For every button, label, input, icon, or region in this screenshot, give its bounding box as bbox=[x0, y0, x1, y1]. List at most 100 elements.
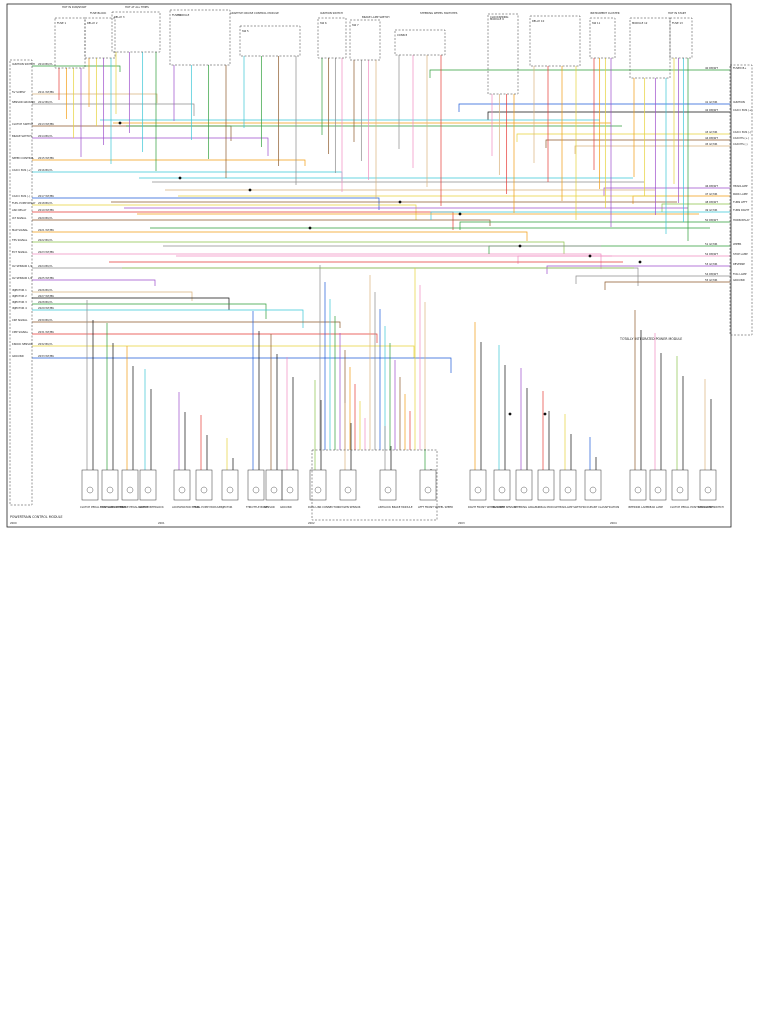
bottom-component-label: THROTTLE BODY bbox=[246, 505, 268, 509]
left-module-pin-label: O2 SENSOR 1/2 bbox=[12, 276, 33, 280]
wire-code-label: 2012 BK/YL bbox=[38, 100, 53, 104]
left-module-pin-label: FUEL PUMP RELAY bbox=[12, 201, 36, 205]
switch-symbol bbox=[384, 486, 392, 494]
bottom-component-label: INJECTOR bbox=[220, 505, 233, 509]
wire-code-label: 2020 BK/YL bbox=[38, 216, 53, 220]
switch-symbol bbox=[126, 486, 134, 494]
bottom-component-box bbox=[419, 469, 437, 501]
left-module-wire bbox=[32, 253, 602, 269]
wire-code-label: 2013 WT/BK bbox=[38, 122, 54, 126]
components-layer bbox=[9, 9, 753, 521]
wire-code-label: 42 DB/WT bbox=[705, 108, 718, 112]
right-module-pin-label: GROUND bbox=[733, 278, 745, 282]
left-module-wire bbox=[32, 231, 528, 241]
right-module-outline bbox=[729, 64, 753, 336]
right-module-pin-label: FOG LAMP bbox=[733, 272, 747, 276]
component-label: SW 11 bbox=[592, 21, 601, 25]
bottom-component-label: OCCUPANT CLASSIFICATION bbox=[583, 505, 619, 509]
splice-dot bbox=[308, 226, 312, 230]
left-module-pin-label: GROUND bbox=[12, 354, 24, 358]
bottom-component-box bbox=[101, 469, 119, 501]
bottom-component-label: CLUTCH PEDAL POSITION SWITCH bbox=[670, 505, 714, 509]
bottom-component-label: LEFT FRONT WHEEL SPEED bbox=[418, 505, 453, 509]
bottom-component-box bbox=[81, 469, 99, 501]
top-component-box bbox=[629, 17, 671, 79]
right-module-pin-label: HORN RELAY bbox=[733, 218, 750, 222]
wire-code-label: 55 GY/OR bbox=[705, 278, 718, 282]
bottom-component-label: CLUTCH PEDAL POSITION SWITCH bbox=[80, 505, 124, 509]
right-module-pin-label: CAN IHS (-) bbox=[733, 142, 748, 146]
left-module-wire bbox=[32, 297, 230, 310]
left-module-wire bbox=[32, 333, 378, 343]
bottom-component-label: SENSOR bbox=[264, 505, 275, 509]
top-component-box bbox=[589, 17, 616, 59]
right-module-wire bbox=[604, 281, 730, 290]
wires-layer bbox=[32, 52, 730, 470]
left-module-wire bbox=[32, 197, 380, 210]
left-module-pin-label: CMP SIGNAL bbox=[12, 330, 29, 334]
splice-dot bbox=[118, 121, 122, 125]
top-component-box bbox=[169, 9, 231, 66]
blank-page-area bbox=[0, 530, 768, 1024]
bottom-component-box bbox=[379, 469, 397, 501]
bottom-component-box bbox=[469, 469, 487, 501]
left-module-wire bbox=[32, 279, 156, 286]
right-module-pin-label: CAN C BUS (-) bbox=[733, 130, 751, 134]
bottom-component-box bbox=[699, 469, 717, 501]
wire-code-label: 41 GY/OR bbox=[705, 100, 718, 104]
wire-code-label: 2016 BK/YL bbox=[38, 168, 53, 172]
sheet-border bbox=[6, 3, 732, 528]
left-module-pin-label: CLUTCH SWITCH bbox=[12, 122, 33, 126]
wire-code-label: 2032 BK/YL bbox=[38, 342, 53, 346]
left-module-pin-label: INJECTOR 4 bbox=[12, 306, 27, 310]
component-label: CONN 8 bbox=[397, 33, 408, 37]
right-module-pin-label: FUSED B+ bbox=[733, 66, 746, 70]
right-module-wire bbox=[516, 133, 730, 142]
switch-symbol bbox=[676, 486, 684, 494]
top-component-box bbox=[111, 11, 161, 53]
switch-symbol bbox=[498, 486, 506, 494]
left-module-pin-label: ASD RELAY bbox=[12, 208, 27, 212]
top-component-box bbox=[239, 25, 301, 57]
top-component-box bbox=[487, 13, 519, 95]
right-module-wire bbox=[545, 139, 730, 148]
right-module-wire bbox=[458, 103, 730, 112]
bottom-component-box bbox=[339, 469, 357, 501]
bottom-component-label: ACCELERATOR PEDAL bbox=[172, 505, 201, 509]
bottom-component-box bbox=[281, 469, 299, 501]
left-module-pin-label: KNOCK SENSOR bbox=[12, 342, 33, 346]
wire-code-label: 2024 BK/YL bbox=[38, 264, 53, 268]
right-module-wire bbox=[575, 275, 730, 284]
bottom-component-label: STEERING ANGLE bbox=[514, 505, 537, 509]
top-component-box bbox=[394, 29, 446, 56]
wire-code-label: 45 GY/OR bbox=[705, 142, 718, 146]
switch-symbol bbox=[106, 486, 114, 494]
wire-code-label: 2023 WT/BK bbox=[38, 250, 54, 254]
wire-code-label: 2015 WT/BK bbox=[38, 156, 54, 160]
right-module-wire bbox=[459, 221, 730, 230]
right-module-pin-label: TURN LEFT bbox=[733, 200, 748, 204]
adaptive-cruise-label: ADAPTIVE CRUISE CONTROL MODULE bbox=[230, 11, 279, 15]
splice-dot bbox=[508, 412, 512, 416]
bottom-component-label: FUEL PUMP MODULE bbox=[194, 505, 221, 509]
switch-symbol bbox=[226, 486, 234, 494]
left-module-pin-label: INJECTOR 1 bbox=[12, 288, 27, 292]
page-number-1: 2000 bbox=[10, 521, 17, 525]
bottom-component-label: INTERIOR LAMP bbox=[628, 505, 649, 509]
left-module-pin-label: IGNITION SWITCH bbox=[12, 62, 35, 66]
left-module-pin-label: ECT SIGNAL bbox=[12, 250, 28, 254]
wire-code-label: 52 DB/WT bbox=[705, 252, 718, 256]
switch-symbol bbox=[314, 486, 322, 494]
left-module-pin-label: O2 SENSOR 1/1 bbox=[12, 264, 33, 268]
bottom-component-label: OXYGEN SENSOR bbox=[338, 505, 361, 509]
wire-code-label: 50 DB/WT bbox=[705, 218, 718, 222]
switch-symbol bbox=[286, 486, 294, 494]
wire-code-label: 2031 WT/BK bbox=[38, 330, 54, 334]
switch-symbol bbox=[252, 486, 260, 494]
left-module-pin-label: TPS SIGNAL bbox=[12, 238, 28, 242]
switch-symbol bbox=[634, 486, 642, 494]
left-module-wire bbox=[32, 103, 195, 116]
wire-code-label: 2028 BK/YL bbox=[38, 300, 53, 304]
wire-code-label: 2026 BK/YL bbox=[38, 288, 53, 292]
